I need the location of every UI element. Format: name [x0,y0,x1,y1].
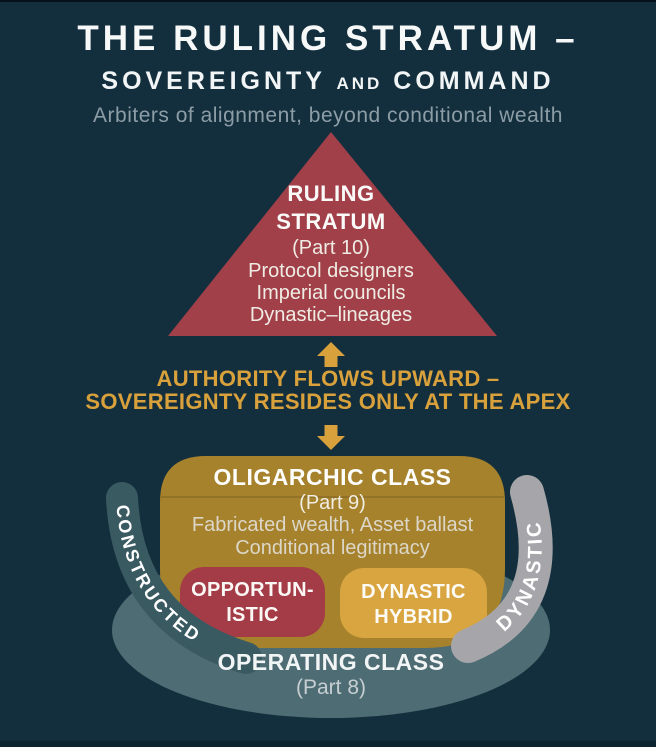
dynastic-hybrid-label-line2: HYBRID [374,606,453,628]
oligarchic-line2: Conditional legitimacy [235,537,430,559]
dynastic-hybrid-label-line1: DYNASTIC [361,581,466,603]
operating-part-label: (Part 8) [295,676,366,699]
pyramid-line: Protocol designers [248,260,414,282]
pyramid-part-label: (Part 10) [292,237,370,259]
dynastic-hybrid-label: DYNASTIC HYBRID [340,580,487,630]
pyramid-line: Imperial councils [256,282,406,304]
subtitle-part1: SOVEREIGNTY [101,67,326,95]
opportunistic-box [180,567,325,637]
opportunistic-label-line1: OPPORTUN- [191,579,314,601]
flow-caption-line1: AUTHORITY FLOWS UPWARD – [156,366,500,391]
page-title: THE RULING STRATUM – [77,19,579,58]
page-subtitle: SOVEREIGNTY AND COMMAND [0,66,656,99]
oligarchic-part-label: (Part 9) [299,492,366,514]
tagline: Arbiters of alignment, beyond conditiona… [93,104,563,127]
flow-caption-line2: SOVEREIGNTY RESIDES ONLY AT THE APEX [85,389,571,414]
subtitle-and: AND [336,74,383,93]
oligarchic-line1: Fabricated wealth, Asset ballast [191,514,474,536]
pyramid-line: Dynastic–lineages [249,304,413,326]
operating-title: OPERATING CLASS [217,649,445,675]
oligarchic-title: OLIGARCHIC CLASS [213,464,452,490]
flow-caption: AUTHORITY FLOWS UPWARD – SOVEREIGNTY RES… [0,367,656,413]
up-arrow-icon [317,342,345,367]
constructed-band [106,482,262,674]
pyramid-title-line2: STRATUM [276,209,386,234]
pyramid-text-block: RULING STRATUM (Part 10) Protocol design… [191,180,471,326]
dynastic-band [451,475,553,663]
down-arrow-icon [317,425,345,450]
opportunistic-label: OPPORTUN- ISTIC [180,578,325,628]
dynastic-hybrid-box [340,568,487,638]
bottom-border-strip [0,741,656,747]
top-border-strip [0,0,656,2]
opportunistic-label-line2: ISTIC [226,604,279,626]
pyramid-triangle [168,132,497,336]
pyramid-title-line1: RULING [287,181,375,206]
subtitle-part2: COMMAND [393,67,555,95]
